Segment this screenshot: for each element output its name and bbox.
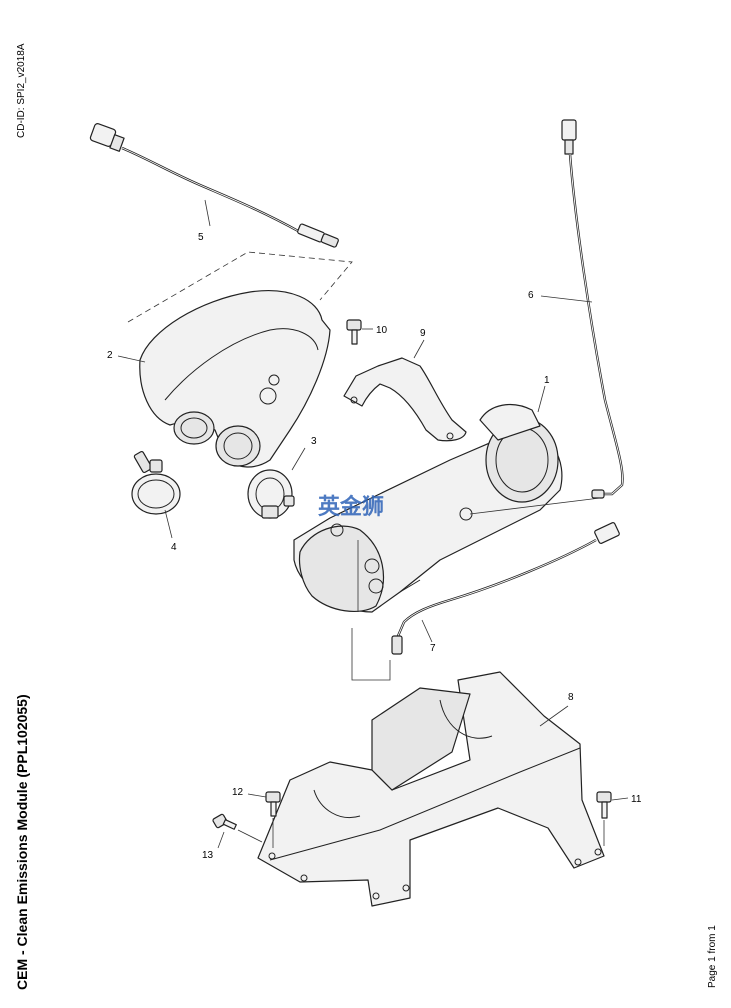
sensor-position-leader xyxy=(351,628,391,681)
part-9-bracket xyxy=(343,339,467,442)
callout-11: 11 xyxy=(631,794,642,805)
callout-9: 9 xyxy=(420,328,426,339)
part-4-band-clamp xyxy=(131,450,181,539)
part-1-clean-emissions-module xyxy=(293,385,563,613)
callout-4: 4 xyxy=(171,542,177,553)
part-10-bolt xyxy=(346,319,373,345)
part-8-mounting-frame xyxy=(257,671,605,907)
part-12-bolt xyxy=(247,791,281,848)
callout-13: 13 xyxy=(202,850,214,861)
callout-7: 7 xyxy=(430,643,436,654)
callout-3: 3 xyxy=(311,436,317,447)
part-7-sensor-harness xyxy=(391,522,620,655)
part-3-flange-gasket xyxy=(247,447,306,519)
part-13-bolt xyxy=(212,813,263,849)
callout-6: 6 xyxy=(528,290,534,301)
part-5-sensor-harness xyxy=(89,123,339,248)
part-6-sensor-harness xyxy=(540,119,624,499)
callout-1: 1 xyxy=(544,375,550,386)
callout-12: 12 xyxy=(232,787,244,798)
part-2-exhaust-pipe xyxy=(117,290,331,468)
assembly-dashed-outline xyxy=(127,251,353,323)
callout-5: 5 xyxy=(198,232,204,243)
callout-10: 10 xyxy=(376,325,388,336)
callout-2: 2 xyxy=(107,350,113,361)
part-11-bolt xyxy=(596,791,629,846)
watermark-text: 英金狮 xyxy=(318,494,384,520)
callout-8: 8 xyxy=(568,692,574,703)
sensor-position-leader xyxy=(469,497,601,515)
